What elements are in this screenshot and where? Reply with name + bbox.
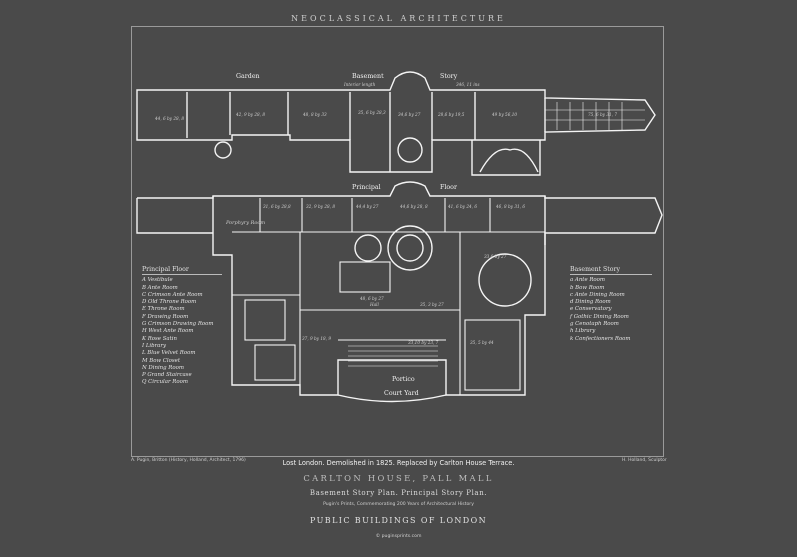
- legend-item: Q Circular Room: [142, 379, 188, 386]
- legend-item: M Bow Closet: [142, 357, 180, 364]
- legend-principal-title: Principal Floor: [142, 266, 222, 276]
- plate-frame: [131, 26, 664, 457]
- legend-item: I Library: [142, 342, 167, 349]
- credit-left: A. Pugin, Britton (History, Holland, Arc…: [131, 458, 246, 463]
- basement-title-label: Basement: [352, 73, 384, 80]
- legend-item: P Grand Staircase: [142, 372, 192, 379]
- basement-dim-6: 28,6 by 19,5: [438, 112, 465, 117]
- basement-dim-2: 42, 9 by 28, 8: [236, 112, 266, 117]
- principal-dim-9: 33,10 by 23, 7: [408, 340, 439, 345]
- legend-item: E Throne Room: [142, 306, 185, 313]
- legend-item: h Library: [570, 328, 596, 335]
- court-yard-label: Court Yard: [384, 390, 419, 397]
- principal-dim-3: 44,4 by 27: [356, 204, 379, 209]
- legend-item: g Cenotaph Room: [570, 321, 619, 328]
- legend-item: B Ante Room: [142, 284, 178, 291]
- interior-length-value: 346, 11 ins: [456, 82, 480, 87]
- legend-item: K Rose Satin: [142, 335, 177, 342]
- principal-dim-5: 41, 6 by 24, 6: [448, 204, 478, 209]
- principal-dim-2: 32, 9 by 28, 8: [306, 204, 336, 209]
- legend-item: C Crimson Ante Room: [142, 291, 203, 298]
- basement-dim-4: 35, 6 by 28,3: [358, 110, 386, 115]
- principal-dim-4: 44,6 by 28, 8: [400, 204, 428, 209]
- basement-garden-label: Garden: [236, 73, 260, 80]
- legend-item: c Ante Dining Room: [570, 291, 625, 298]
- legend-item: d Dining Room: [570, 299, 611, 306]
- basement-dim-3: 48, 8 by 33: [303, 112, 327, 117]
- legend-item: N Dining Room: [142, 364, 184, 371]
- page-header: NEOCLASSICAL ARCHITECTURE: [291, 14, 506, 23]
- basement-story-label: Story: [440, 73, 458, 80]
- legend-basement-title: Basement Story: [570, 266, 652, 276]
- interior-length-label: Interior length: [344, 82, 376, 87]
- principal-dim-6: 46, 8 by 31, 6: [496, 204, 526, 209]
- portico-label: Portico: [392, 376, 415, 383]
- website-link[interactable]: © puginsprints.com: [375, 534, 422, 539]
- principal-label: Principal: [352, 184, 381, 191]
- porphyry-room-label: Porphyry Room: [226, 220, 266, 226]
- legend-item: a Ante Room: [570, 277, 606, 284]
- legend-item: L Blue Velvet Room: [142, 350, 196, 357]
- principal-dim-1: 31, 6 by 28,8: [263, 204, 291, 209]
- principal-plan: [136, 181, 663, 403]
- series-title: PUBLIC BUILDINGS OF LONDON: [310, 516, 487, 525]
- principal-dim-8: 37, 9 by 18, 9: [302, 336, 332, 341]
- legend-item: A Vestibule: [142, 277, 173, 284]
- legend-item: k Confectioners Room: [570, 335, 631, 342]
- legend-item: G Crimson Drawing Room: [142, 321, 214, 328]
- commemoration-caption: Pugin's Prints, Commemorating 200 Years …: [323, 502, 474, 507]
- subtitle: Lost London. Demolished in 1825. Replace…: [282, 459, 515, 467]
- credit-right: H. Holland, Sculptor: [622, 458, 667, 463]
- legend-item: F Drawing Room: [142, 313, 189, 320]
- page-title: CARLTON HOUSE, PALL MALL: [303, 473, 494, 483]
- basement-dim-7: 49 by 56,10: [492, 112, 518, 117]
- basement-dim-1: 44, 6 by 28, 8: [155, 116, 185, 121]
- basement-dim-5: 34,6 by 27: [398, 112, 421, 117]
- basement-plan: [136, 71, 656, 176]
- legend-item: e Conservatory: [570, 306, 612, 313]
- legend-basement-story: Basement Story a Ante Room b Bow Room c …: [570, 266, 652, 343]
- principal-dim-11: 35, 3 by 27: [420, 302, 444, 307]
- hall-label: Hall: [370, 302, 379, 307]
- legend-item: H West Ante Room: [142, 328, 194, 335]
- principal-dim-10: 35, 5 by 44: [470, 340, 494, 345]
- principal-dim-7: 48, 6 by 27: [360, 296, 384, 301]
- basement-dim-8: 75, 6 by 31, 7: [588, 112, 618, 117]
- legend-item: f Gothic Dining Room: [570, 313, 629, 320]
- floor-label: Floor: [440, 184, 457, 191]
- legend-item: D Old Throne Room: [142, 299, 197, 306]
- legend-principal-floor: Principal Floor A Vestibule B Ante Room …: [142, 266, 222, 387]
- plans-caption: Basement Story Plan. Principal Story Pla…: [309, 489, 488, 497]
- legend-item: b Bow Room: [570, 284, 605, 291]
- principal-dim-12: 33,6 by 27: [484, 254, 507, 259]
